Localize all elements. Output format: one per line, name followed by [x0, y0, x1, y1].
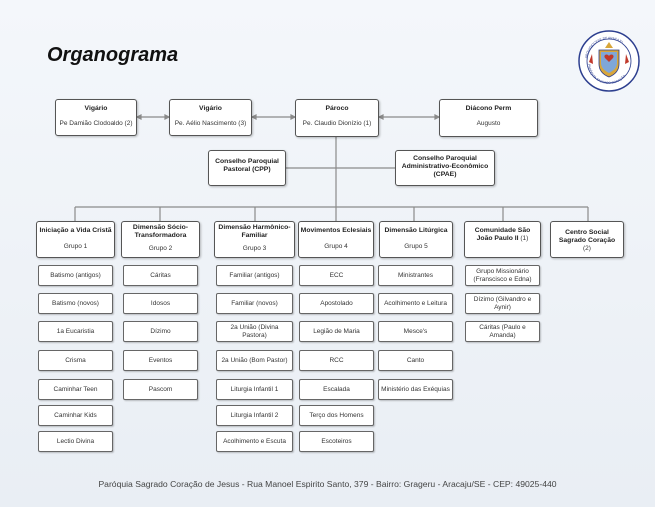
group-header-2: Dimensão Sócio-Transformadora Grupo 2	[121, 221, 200, 258]
list-item: RCC	[299, 350, 374, 371]
group-title: Dimensão Sócio-Transformadora	[132, 224, 189, 239]
node-name: Pe. Claudio Dionízio (1)	[302, 120, 372, 127]
list-item: Apostolado	[299, 293, 374, 314]
list-item: Liturgia Infantil 2	[216, 405, 293, 426]
group-header-6: Comunidade São João Paulo II (1)	[464, 221, 541, 258]
list-item: Grupo Missionário (Franscisco e Edna)	[465, 265, 540, 286]
list-item: Mesce's	[378, 321, 453, 342]
group-subtitle: Grupo 2	[148, 245, 173, 252]
group-subtitle: Grupo 3	[242, 245, 267, 252]
node-title: Conselho Paroquial Pastoral (CPP)	[215, 158, 279, 173]
council-cpp-node: Conselho Paroquial Pastoral (CPP)	[208, 150, 286, 186]
list-item: Escoteiros	[299, 431, 374, 452]
list-item: Ministério das Exéquias	[378, 379, 453, 400]
page-title: Organograma	[47, 44, 179, 66]
list-item: Cáritas (Paulo e Amanda)	[465, 321, 540, 342]
list-item: 2a União (Divina Pastora)	[216, 321, 293, 342]
list-item: Acolhimento e Escuta	[216, 431, 293, 452]
list-item: Legião de Maria	[299, 321, 374, 342]
group-header-5: Dimensão Litúrgica Grupo 5	[379, 221, 453, 258]
group-header-1: Iniciação a Vida Cristã Grupo 1	[36, 221, 115, 258]
node-name: Pe Damião Clodoaldo (2)	[59, 120, 133, 127]
list-item: Familiar (novos)	[216, 293, 293, 314]
group-header-4: Movimentos Eclesiais Grupo 4	[298, 221, 374, 258]
list-item: Terço dos Homens	[299, 405, 374, 426]
group-title: Dimensão Litúrgica	[384, 227, 448, 234]
node-title: Pároco	[325, 105, 349, 112]
group-subtitle: Grupo 4	[324, 243, 348, 250]
list-item: Ministrantes	[378, 265, 453, 286]
group-header-7: Centro Social Sagrado Coração (2)	[550, 221, 624, 258]
parish-seal-logo: ARQUIDIOCESE DE ARACAJU PARÓQUIA SAGRADO…	[578, 30, 640, 92]
group-title: Comunidade São João Paulo II	[474, 227, 531, 242]
node-title: Vigário	[84, 105, 108, 112]
council-cpae-node: Conselho Paroquial Administrativo-Econôm…	[395, 150, 495, 186]
list-item: Dízimo	[123, 321, 198, 342]
list-item: Lectio Divina	[38, 431, 113, 452]
group-title: Centro Social Sagrado Coração	[558, 229, 616, 244]
node-title: Diácono Perm	[465, 105, 512, 112]
group-title: Dimensão Harmônico-Familiar	[218, 224, 291, 239]
vigario-node-1: Vigário Pe Damião Clodoaldo (2)	[55, 99, 137, 136]
list-item: ECC	[299, 265, 374, 286]
group-title: Movimentos Eclesiais	[300, 227, 372, 234]
list-item: Crisma	[38, 350, 113, 371]
footer-address: Paróquia Sagrado Coração de Jesus - Rua …	[98, 479, 557, 489]
list-item: Liturgia Infantil 1	[216, 379, 293, 400]
list-item: Cáritas	[123, 265, 198, 286]
list-item: Dízimo (Gilvandro e Aynir)	[465, 293, 540, 314]
paroco-node: Pároco Pe. Claudio Dionízio (1)	[295, 99, 379, 137]
list-item: Batismo (antigos)	[38, 265, 113, 286]
node-title: Conselho Paroquial Administrativo-Econôm…	[401, 155, 489, 178]
node-title: Vigário	[199, 105, 222, 112]
list-item: Caminhar Teen	[38, 379, 113, 400]
group-subtitle: (2)	[583, 245, 591, 252]
node-name: Augusto	[476, 120, 501, 127]
list-item: Eventos	[123, 350, 198, 371]
group-title: Iniciação a Vida Cristã	[39, 227, 112, 234]
list-item: Canto	[378, 350, 453, 371]
group-header-3: Dimensão Harmônico-Familiar Grupo 3	[214, 221, 295, 258]
list-item: Familiar (antigos)	[216, 265, 293, 286]
node-name: Pe. Aélio Nascimento (3)	[174, 120, 247, 127]
group-subtitle: Grupo 1	[63, 243, 88, 250]
list-item: Idosos	[123, 293, 198, 314]
list-item: Pascom	[123, 379, 198, 400]
diacono-node: Diácono Perm Augusto	[439, 99, 538, 137]
list-item: 2a União (Bom Pastor)	[216, 350, 293, 371]
list-item: Escalada	[299, 379, 374, 400]
list-item: Acolhimento e Leitura	[378, 293, 453, 314]
list-item: Caminhar Kids	[38, 405, 113, 426]
list-item: Batismo (novos)	[38, 293, 113, 314]
group-subtitle: Grupo 5	[404, 243, 428, 250]
vigario-node-2: Vigário Pe. Aélio Nascimento (3)	[169, 99, 252, 136]
group-subtitle: (1)	[520, 235, 529, 242]
list-item: 1a Eucaristia	[38, 321, 113, 342]
